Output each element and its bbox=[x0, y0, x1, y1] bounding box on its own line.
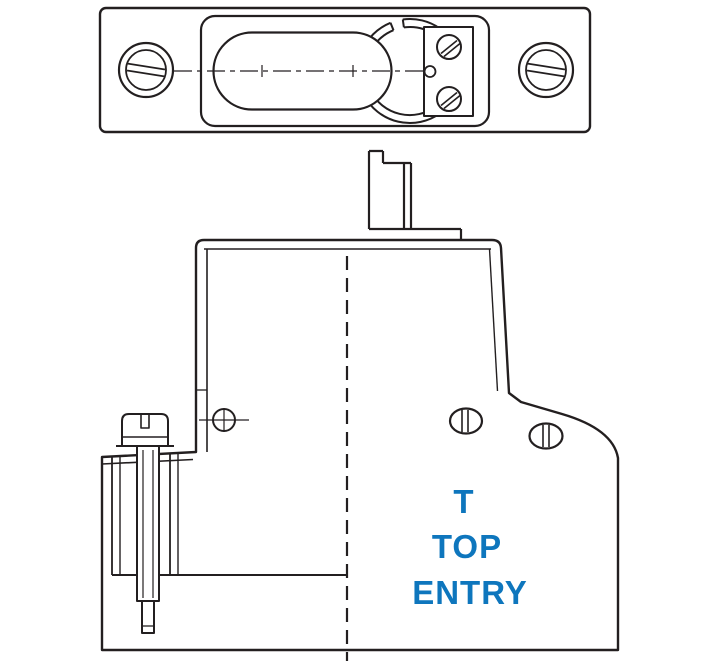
cable-clamp-block bbox=[423, 26, 474, 117]
bolt-shaft bbox=[136, 445, 160, 602]
entry-label-line-2: TOP bbox=[432, 528, 502, 565]
top-view bbox=[98, 6, 592, 134]
ground-strap-bracket bbox=[367, 149, 463, 240]
entry-label: T TOP ENTRY bbox=[412, 483, 528, 611]
clamp-bolt bbox=[116, 413, 174, 634]
bolt-tip bbox=[141, 600, 155, 634]
backshell-body-outline bbox=[100, 238, 620, 652]
entry-label-line-3: ENTRY bbox=[412, 574, 528, 611]
housing-screw-icon bbox=[528, 422, 564, 450]
bolt-slot bbox=[140, 414, 150, 429]
clamp-pin-icon bbox=[423, 65, 437, 78]
right-wall-inner-line bbox=[488, 248, 499, 392]
entry-label-line-1: T bbox=[453, 483, 474, 520]
cover-screw-icon bbox=[448, 407, 484, 435]
contact-cavity-outline bbox=[212, 31, 393, 111]
flange-screw-right-icon bbox=[517, 41, 575, 99]
flange-screw-left-icon bbox=[117, 41, 175, 99]
side-view: T TOP ENTRY bbox=[100, 149, 620, 661]
bolt-channel bbox=[111, 453, 346, 576]
pivot-screw-icon bbox=[199, 408, 249, 432]
